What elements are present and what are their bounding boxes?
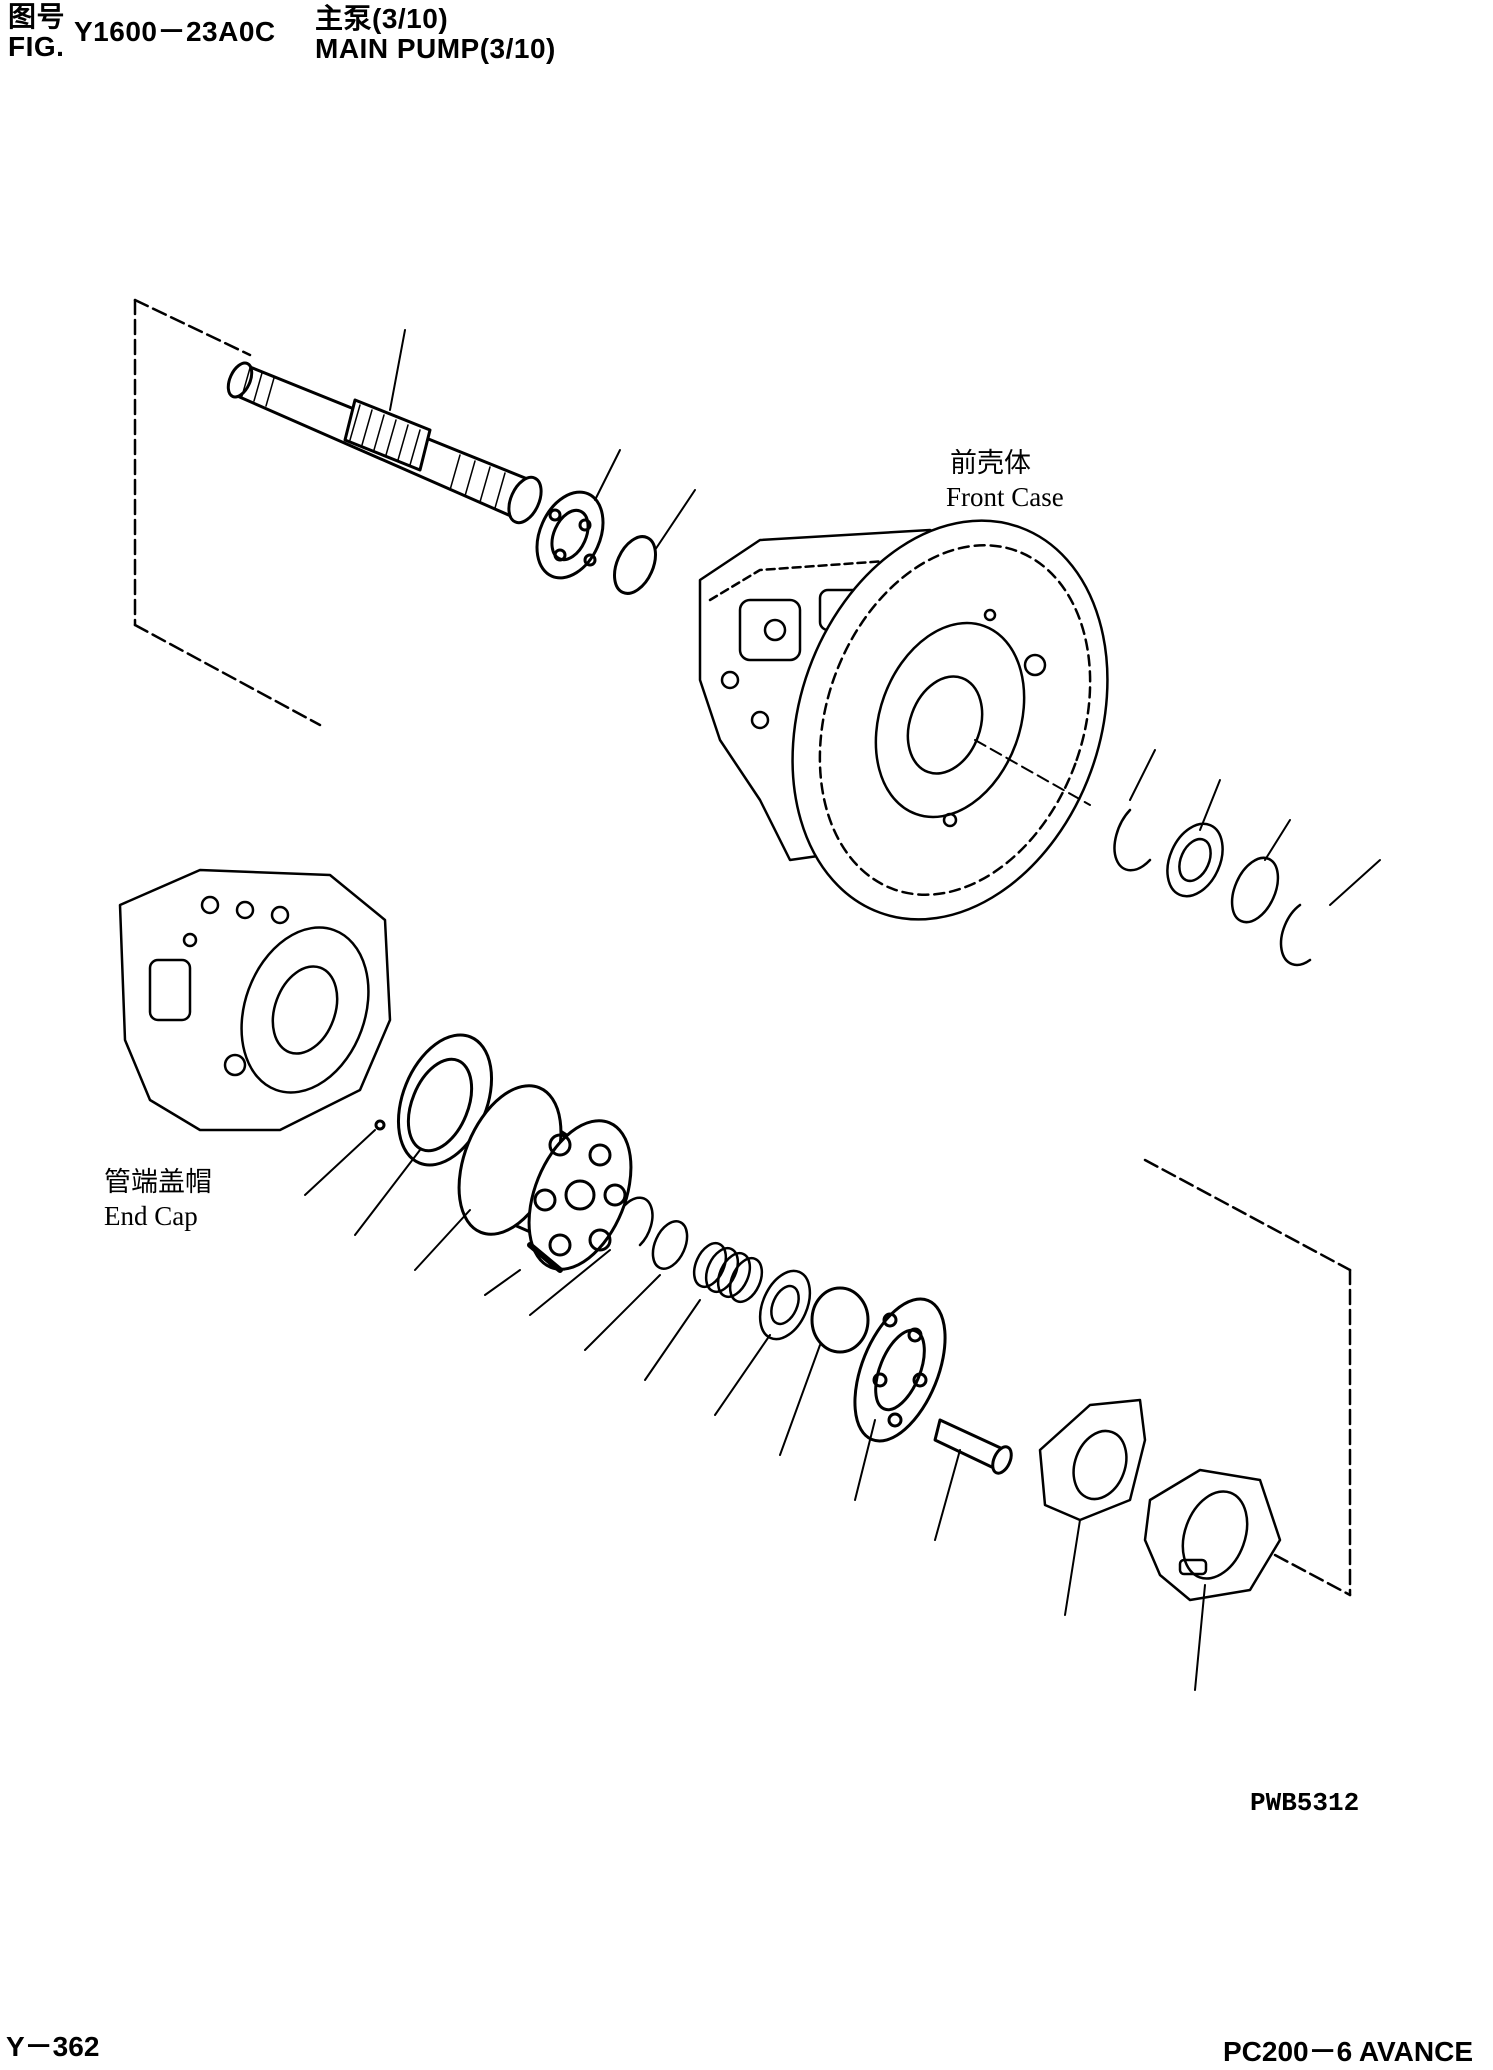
drive-shaft <box>226 329 543 525</box>
cylinder-block <box>414 1084 633 1271</box>
cylinder-pin <box>484 1242 563 1296</box>
spring-assembly <box>529 1196 812 1416</box>
machine-model: PC200－6 AVANCE <box>1222 2036 1473 2067</box>
title-cjk: 主泵(3/10) <box>315 3 449 34</box>
valve-plate <box>304 1033 494 1236</box>
front-case-label: Front Case <box>946 482 1064 512</box>
figure-code: Y1600－23A0C <box>74 16 276 47</box>
front-case-seals <box>1113 749 1381 967</box>
front-case-flange <box>791 519 1109 921</box>
snap-ring-upper <box>613 489 696 595</box>
piston <box>933 1418 1013 1541</box>
retainer-plate <box>853 1297 947 1501</box>
swash-plate <box>1038 1398 1147 1616</box>
figure-label: FIG. <box>8 31 65 62</box>
end-cap-label: End Cap <box>104 1201 198 1231</box>
shaft-bearing <box>535 449 621 580</box>
lower-bracket <box>1143 1158 1352 1597</box>
title-en: MAIN PUMP(3/10) <box>315 33 556 64</box>
drawing-number: PWB5312 <box>1250 1788 1360 1818</box>
figure-label-cjk: 图号 <box>8 1 66 32</box>
ball-guide <box>779 1286 870 1456</box>
end-cap-label-cjk: 管端盖帽 <box>104 1167 212 1197</box>
swash-cradle <box>1143 1468 1282 1691</box>
page-number: Y－362 <box>6 2031 100 2062</box>
front-case-label-cjk: 前壳体 <box>950 448 1031 478</box>
upper-bracket <box>133 298 322 727</box>
end-cap-housing <box>118 868 392 1132</box>
